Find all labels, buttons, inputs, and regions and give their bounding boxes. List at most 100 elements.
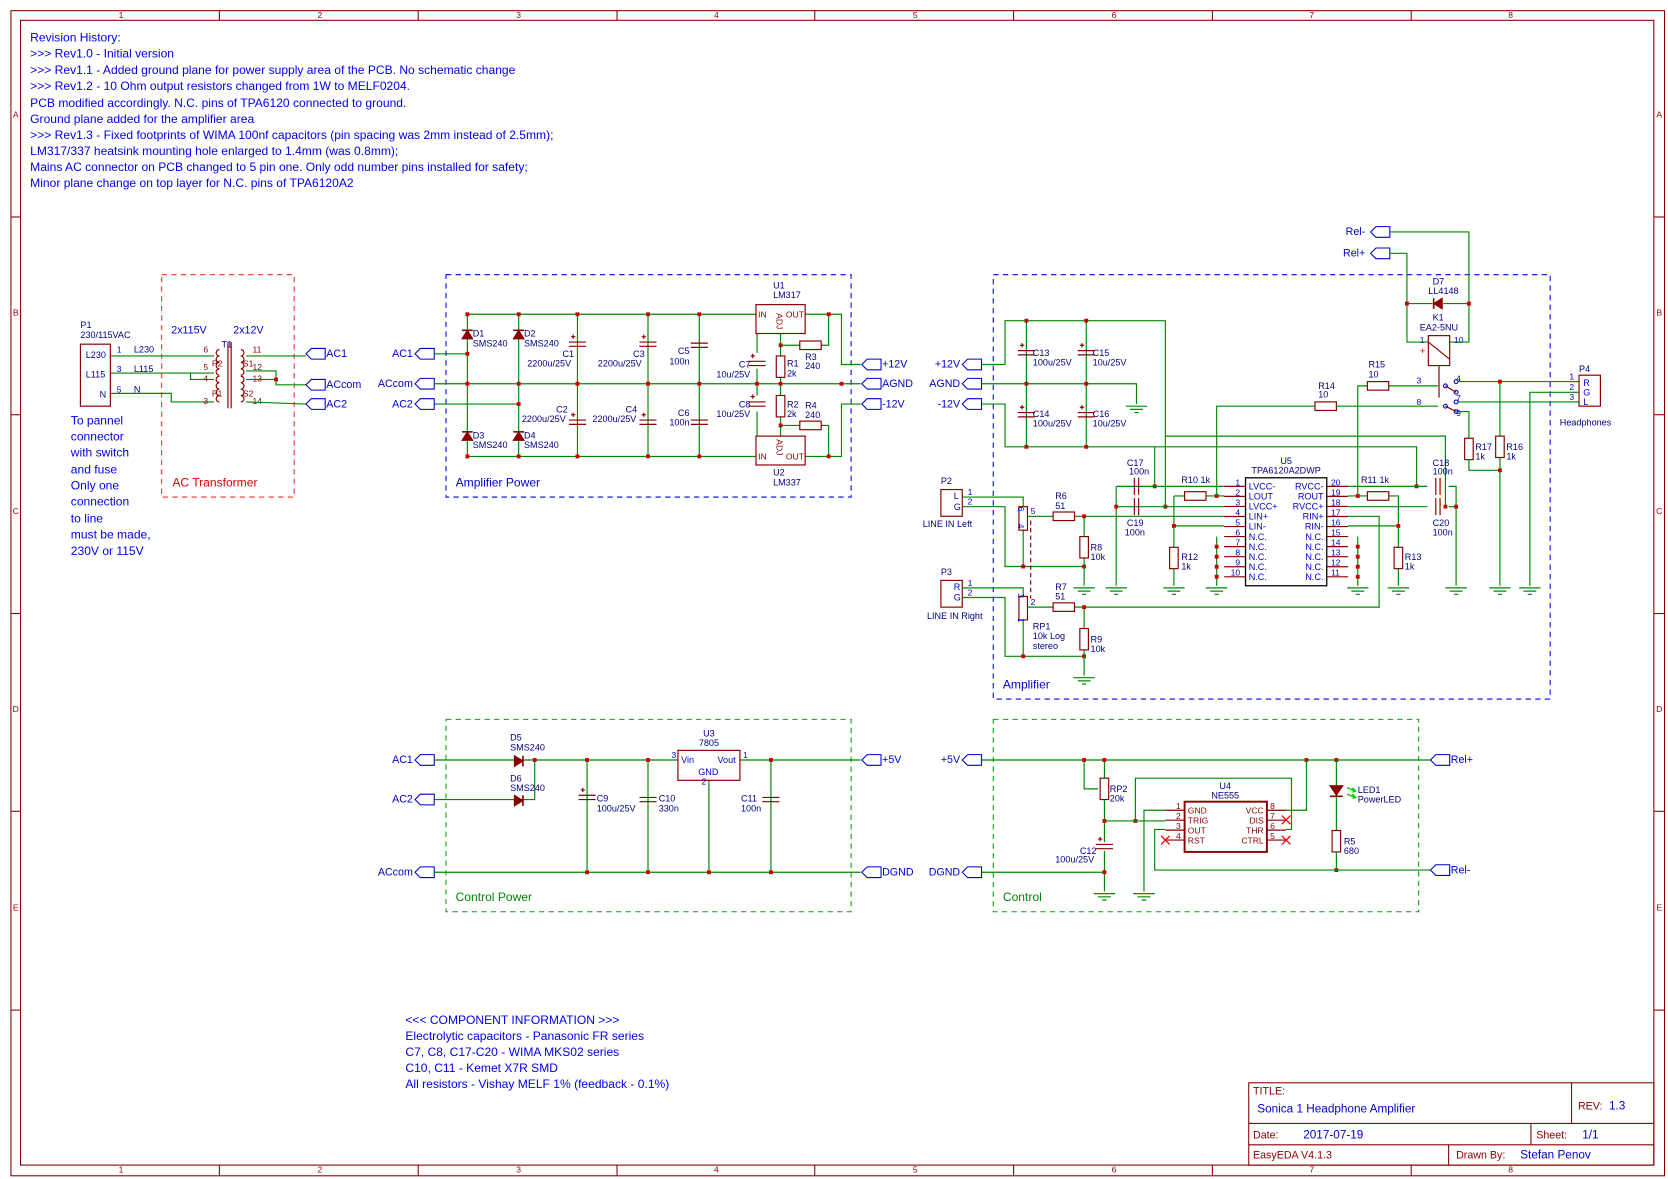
block-title: Control	[1003, 890, 1042, 904]
diode-d5	[513, 754, 524, 768]
pin-number: 7	[1270, 811, 1275, 821]
diode-triangle	[1328, 785, 1344, 797]
d1-value: SMS240	[473, 338, 508, 348]
net-label: AGND	[882, 378, 913, 390]
u5-value: TPA6120A2DWP	[1251, 466, 1320, 476]
c10-ref: C10	[659, 794, 676, 804]
junction-dot	[465, 381, 470, 386]
wire	[805, 313, 861, 366]
pin-number: 1	[1420, 335, 1425, 345]
pin-number: 3	[1417, 376, 1422, 386]
d4-ref: D4	[524, 430, 536, 440]
junction-dot	[1214, 564, 1219, 569]
junction-dot	[1084, 444, 1089, 449]
pin-name: L	[1583, 397, 1588, 407]
pin-number: 20	[1331, 477, 1341, 487]
wire-label: L115	[134, 364, 154, 374]
c7-value: 10u/25V	[716, 369, 751, 379]
pin-number: 4	[1456, 374, 1461, 384]
no-connect-icon	[1281, 815, 1291, 825]
pin-number: 17	[1331, 507, 1341, 517]
rev-label: REV:	[1578, 1101, 1603, 1113]
c6-value: 100n	[669, 417, 689, 427]
r12-value: 1k	[1181, 562, 1191, 572]
u5-ref: U5	[1280, 456, 1292, 466]
r6-value: 51	[1055, 501, 1065, 511]
pin-name: ADJ	[774, 313, 784, 329]
c12-ref: C12	[1080, 846, 1097, 856]
plus-icon	[1019, 343, 1025, 348]
sheet-title: Sonica 1 Headphone Amplifier	[1257, 1103, 1415, 1116]
sheet-border-outer	[10, 10, 1666, 1177]
net-flag-accom	[414, 377, 435, 390]
r16-ref: R16	[1506, 442, 1523, 452]
pin-name: DIS	[1249, 815, 1264, 825]
k1-value: EA2-5NU	[1420, 322, 1458, 332]
wire	[110, 392, 215, 403]
net-flag-m12v	[861, 398, 882, 410]
u1-value: LM317	[773, 290, 801, 300]
capacitor-c17	[1133, 477, 1140, 495]
pin-name: R	[954, 582, 961, 592]
timer-ic-u4	[1183, 800, 1268, 853]
pin-number: 6	[1235, 528, 1240, 538]
c2-ref: C2	[556, 405, 568, 415]
r8-ref: R8	[1091, 542, 1103, 552]
c1-value: 2200u/25V	[527, 359, 572, 369]
resistor-r13	[1393, 546, 1404, 570]
resistor-r4	[799, 420, 822, 431]
pin-number: 2	[1569, 382, 1574, 392]
row-label: A	[1656, 110, 1662, 120]
column-label: 7	[1309, 1165, 1314, 1175]
d4-value: SMS240	[524, 440, 559, 450]
pin-name: N.C.	[1305, 562, 1323, 572]
junction-dot	[1214, 494, 1219, 498]
capacitor-c7	[748, 353, 766, 367]
wire	[962, 596, 1085, 657]
r7-value: 51	[1055, 592, 1065, 602]
wire	[1389, 252, 1429, 343]
t1-ref: T1	[222, 339, 233, 349]
pin-number: 19	[1331, 487, 1341, 497]
component-info-line: C7, C8, C17-C20 - WIMA MKS02 series	[405, 1045, 619, 1059]
c13-ref: C13	[1033, 348, 1050, 358]
r12-ref: R12	[1181, 552, 1198, 562]
diode-d6	[513, 794, 524, 807]
resistor-r15	[1366, 381, 1390, 391]
junction-dot	[465, 351, 470, 356]
p4-ref: P4	[1579, 364, 1590, 374]
junction-dot	[1405, 301, 1409, 306]
pin-number: 5	[203, 362, 208, 372]
junction-dot	[1082, 514, 1087, 519]
junction-dot	[1467, 301, 1471, 306]
amplifier-ic-u5	[1244, 477, 1328, 587]
net-flag-p5v	[961, 754, 983, 766]
d6-value: SMS240	[510, 783, 545, 793]
junction-dot	[1214, 554, 1219, 559]
pin-number: 12	[1331, 558, 1341, 568]
pin-name: LVCC+	[1249, 502, 1278, 512]
junction-dot	[769, 870, 773, 875]
r1-ref: R1	[787, 359, 799, 369]
pin-number: 2	[1235, 487, 1240, 497]
regulator-u1	[755, 304, 806, 335]
c7-ref: C7	[739, 360, 751, 370]
pin-name: CTRL	[1241, 835, 1264, 845]
sheet-border-inner	[20, 19, 1655, 1166]
p2-ref: P2	[941, 476, 952, 486]
control-power-block	[445, 718, 852, 913]
component-info-line: All resistors - Vishay MELF 1% (feedback…	[405, 1077, 669, 1091]
pin-name: RVCC+	[1293, 502, 1324, 512]
capacitor-c10	[639, 796, 657, 803]
resistor-r3	[799, 340, 822, 351]
d3-value: SMS240	[473, 440, 508, 450]
net-label: Rel+	[1451, 754, 1473, 766]
r17-value: 1k	[1475, 452, 1485, 462]
transformer-note: connection	[71, 495, 129, 509]
net-flag-relp	[1429, 754, 1451, 766]
capacitor-c1	[568, 334, 587, 347]
pin-name: RVCC-	[1295, 482, 1324, 492]
column-label: 4	[714, 1165, 719, 1175]
r9-value: 10k	[1091, 644, 1106, 654]
